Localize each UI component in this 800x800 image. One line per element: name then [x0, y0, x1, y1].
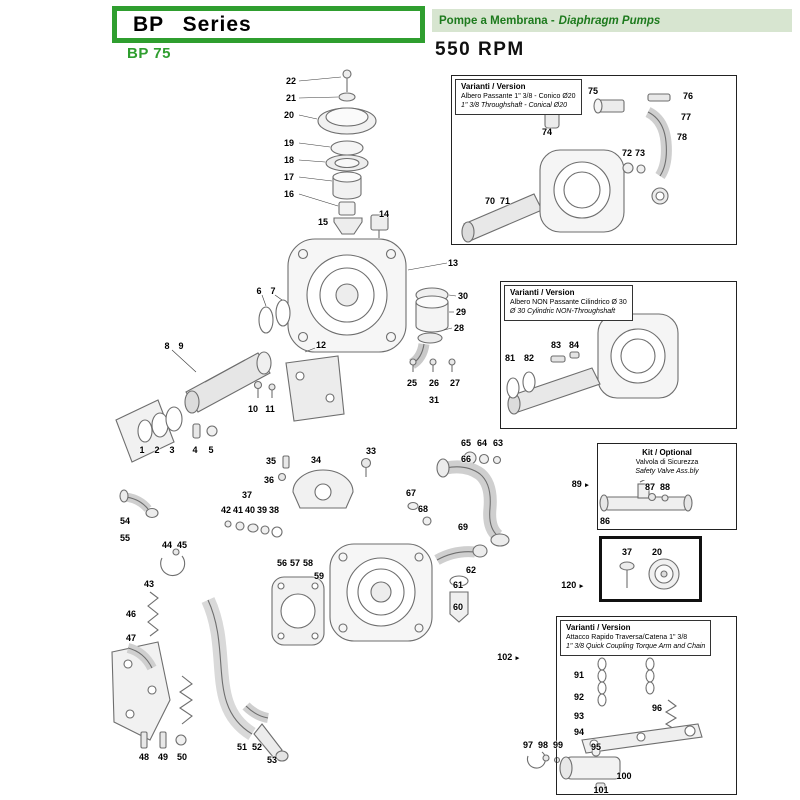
inset-title-block: Kit / Optional Valvola di Sicurezza Safe…	[598, 444, 736, 480]
model-label: BP 75	[127, 45, 171, 62]
inset-title-block: Varianti / Version Albero NON Passante C…	[504, 285, 633, 321]
inset-line-it: Attacco Rapido Traversa/Catena 1" 3/8	[566, 634, 688, 642]
category-bar: Pompe a Membrana - Diaphragm Pumps	[432, 9, 792, 32]
inset-title-block: Varianti / Version Albero Passante 1" 3/…	[455, 79, 582, 115]
inset-variant-quick-coupling: Varianti / Version Attacco Rapido Traver…	[556, 616, 737, 795]
inset-title-block: Varianti / Version Attacco Rapido Traver…	[560, 620, 712, 656]
inset-title: Varianti / Version	[566, 623, 631, 632]
category-label-en: Diaphragm Pumps	[558, 14, 661, 27]
inset-line-en: 1" 3/8 Throughshaft - Conical Ø20	[461, 102, 567, 110]
series-title: BP Series	[133, 12, 252, 36]
inset-kit-optional: Kit / Optional Valvola di Sicurezza Safe…	[597, 443, 737, 530]
inset-line-it: Valvola di Sicurezza	[635, 459, 699, 467]
inset-line-it: Albero Passante 1" 3/8 - Conico Ø20	[461, 93, 576, 101]
inset-line-it: Albero NON Passante Cilindrico Ø 30	[510, 299, 627, 307]
series-title-box: BP Series	[112, 6, 425, 43]
inset-valve-diaphragm-detail	[599, 536, 702, 602]
inset-variant-throughshaft: Varianti / Version Albero Passante 1" 3/…	[451, 75, 737, 245]
inset-line-en: Ø 30 Cylindric NON-Throughshaft	[510, 308, 616, 316]
inset-line-en: 1" 3/8 Quick Coupling Torque Arm and Cha…	[566, 643, 706, 651]
category-label-it: Pompe a Membrana -	[439, 14, 555, 27]
inset-variant-non-throughshaft: Varianti / Version Albero NON Passante C…	[500, 281, 737, 429]
inset-title: Varianti / Version	[461, 82, 526, 91]
inset-line-en: Safety Valve Ass.bly	[635, 468, 699, 476]
rpm-label: 550 RPM	[435, 39, 525, 60]
inset-title: Kit / Optional	[642, 448, 692, 457]
inset-title: Varianti / Version	[510, 288, 575, 297]
